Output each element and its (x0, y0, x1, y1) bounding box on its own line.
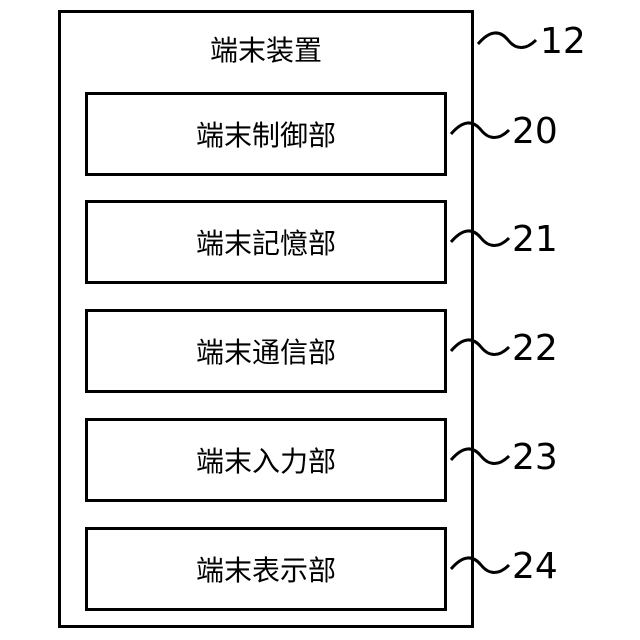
ref-numeral-12: 12 (540, 22, 586, 62)
ref-numeral-23: 23 (512, 438, 558, 478)
leader-line-21 (451, 231, 509, 246)
leader-line-12 (478, 33, 536, 48)
ref-numeral-24: 24 (512, 547, 558, 587)
ref-numeral-20: 20 (512, 112, 558, 152)
leader-line-23 (451, 449, 509, 464)
ref-numeral-21: 21 (512, 220, 558, 260)
ref-numeral-22: 22 (512, 329, 558, 369)
leader-line-22 (451, 340, 509, 355)
leader-line-20 (451, 123, 509, 138)
leader-line-24 (451, 558, 509, 573)
